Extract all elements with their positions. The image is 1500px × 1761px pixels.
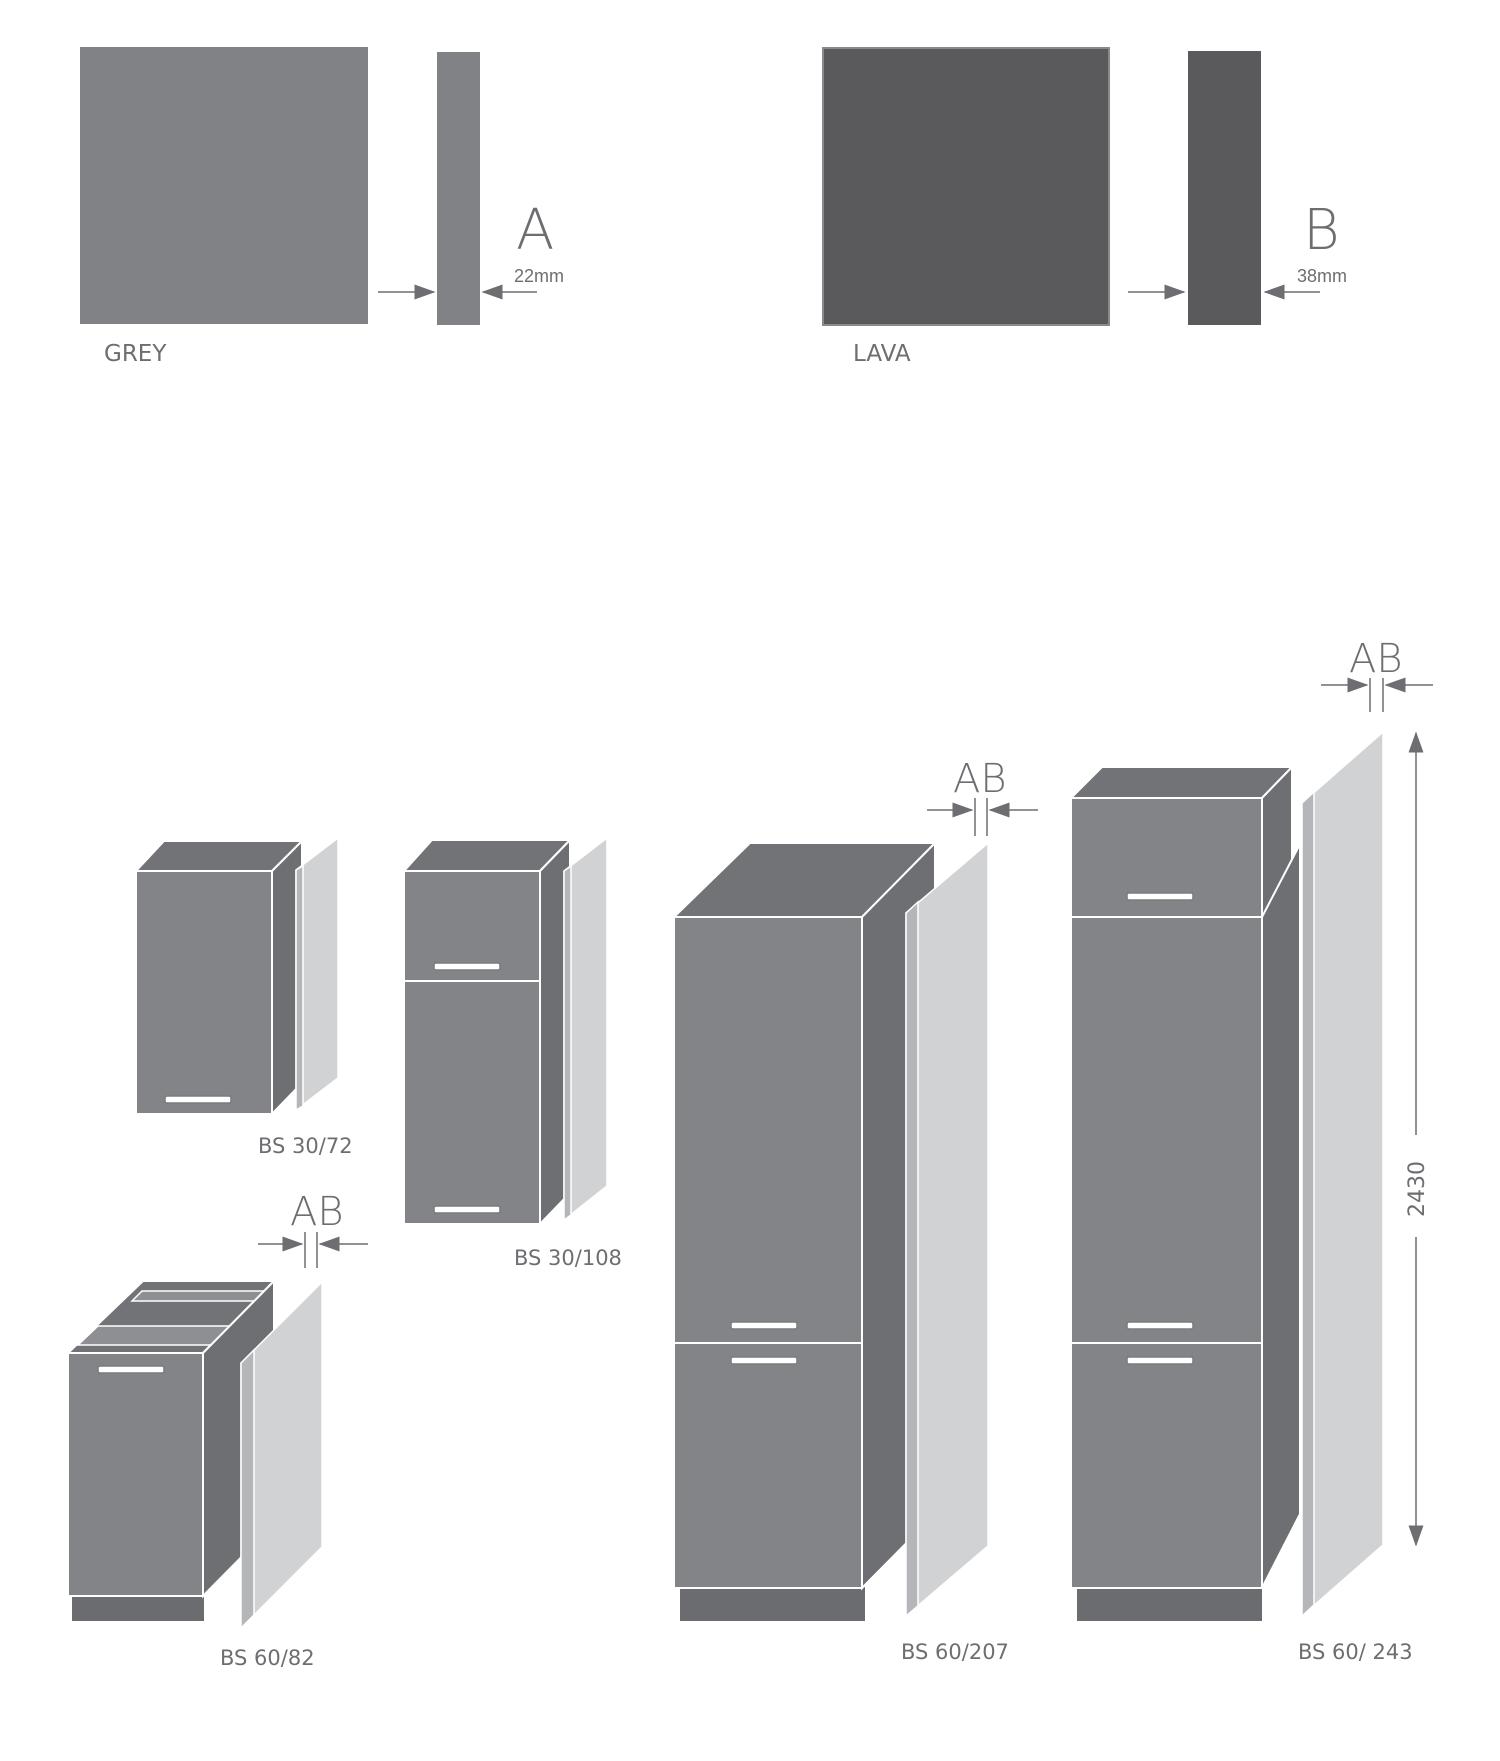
- cabinet-front-lower: [673, 1342, 863, 1589]
- side-panel-edge: [240, 1348, 255, 1630]
- height-dimension: 2430: [1405, 731, 1430, 1547]
- cabinet-front-upper: [1070, 916, 1263, 1344]
- cabinet-handle: [1126, 1321, 1194, 1330]
- thickness-letter-b: B: [1303, 198, 1340, 263]
- swatch-lava: B 38mm LAVA: [822, 47, 1347, 367]
- cabinet-side: [1261, 843, 1301, 1589]
- cabinet-handle: [164, 1095, 232, 1104]
- ab-marker-60-207: AB: [927, 756, 1038, 836]
- ab-label: AB: [953, 756, 1007, 802]
- cabinet-handle: [97, 1365, 165, 1374]
- side-panel-edge: [563, 864, 572, 1222]
- swatch-grey: A 22mm GREY: [80, 47, 564, 367]
- cabinet-label: BS 60/ 243: [1298, 1640, 1413, 1664]
- drawer-rail-top: [76, 1325, 234, 1346]
- cabinet-label: BS 30/108: [514, 1246, 622, 1270]
- cabinet-handle: [1126, 1356, 1194, 1365]
- side-panel-edge: [905, 900, 919, 1618]
- cabinet-front-upper: [673, 916, 863, 1344]
- swatch-name-grey: GREY: [104, 341, 167, 367]
- lava-sample-face: [822, 47, 1110, 326]
- swatch-name-lava: LAVA: [853, 341, 911, 367]
- side-panel-edge: [295, 864, 304, 1112]
- cabinet-label: BS 60/82: [220, 1646, 315, 1670]
- ab-label: AB: [290, 1189, 344, 1235]
- cabinet-top: [1068, 766, 1295, 799]
- cabinet-label: BS 60/207: [901, 1640, 1009, 1664]
- height-value: 2430: [1405, 1161, 1430, 1217]
- cabinet-bs-60-243: BS 60/ 243: [1068, 730, 1413, 1664]
- cabinet-bs-30-72: BS 30/72: [133, 836, 353, 1158]
- cabinet-handle: [730, 1321, 798, 1330]
- cabinet-front: [135, 870, 273, 1115]
- ab-marker-60-82: AB: [258, 1189, 368, 1268]
- cabinet-label: BS 30/72: [258, 1134, 353, 1158]
- side-panel-edge: [1301, 790, 1315, 1618]
- thickness-value-b: 38mm: [1297, 266, 1347, 286]
- cabinet-front-lower: [403, 980, 541, 1225]
- cabinet-handle: [433, 962, 501, 971]
- cabinet-handle: [1126, 892, 1194, 901]
- cabinet-front-lower: [1070, 1342, 1263, 1589]
- drawer-rail-back: [130, 1290, 268, 1302]
- lava-sample-edge: [1188, 51, 1261, 325]
- cabinet-plinth: [680, 1587, 865, 1621]
- cabinet-bs-60-82: BS 60/82: [65, 1278, 323, 1670]
- ab-marker-60-243: AB: [1321, 636, 1433, 712]
- grey-sample-edge: [437, 52, 480, 325]
- thickness-letter-a: A: [516, 198, 554, 263]
- cabinet-handle: [433, 1205, 501, 1214]
- cabinet-handle: [730, 1356, 798, 1365]
- cabinet-bs-60-207: BS 60/207: [671, 840, 1009, 1664]
- ab-label: AB: [1349, 636, 1403, 682]
- cabinet-plinth: [1077, 1587, 1262, 1621]
- grey-sample-face: [80, 47, 368, 324]
- cabinet-bs-30-108: BS 30/108: [401, 836, 622, 1270]
- thickness-value-a: 22mm: [514, 266, 564, 286]
- cabinet-front: [67, 1352, 204, 1597]
